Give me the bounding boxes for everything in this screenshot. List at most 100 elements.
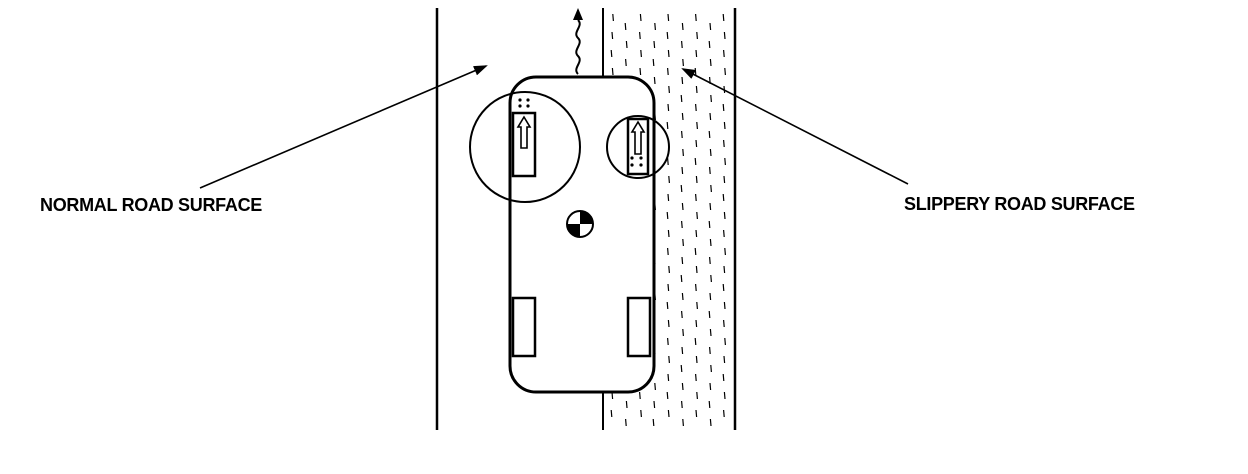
slippery-dash bbox=[709, 202, 712, 211]
slippery-dash bbox=[668, 85, 670, 94]
slippery-dash bbox=[667, 229, 670, 238]
slippery-dash bbox=[682, 238, 684, 247]
slippery-dash bbox=[708, 220, 711, 229]
slippery-dash bbox=[680, 94, 683, 103]
slippery-dash bbox=[610, 49, 613, 58]
slippery-dash bbox=[709, 346, 711, 355]
slippery-dash bbox=[652, 58, 655, 67]
slippery-dash bbox=[654, 22, 656, 31]
slippery-dash bbox=[611, 31, 614, 40]
slippery-dash bbox=[710, 274, 712, 283]
slippery-dash bbox=[624, 22, 627, 31]
slippery-dash bbox=[723, 265, 726, 274]
slippery-dash bbox=[681, 256, 684, 265]
slippery-dash bbox=[667, 13, 670, 22]
slippery-dash bbox=[710, 94, 712, 103]
slippery-dash bbox=[682, 328, 684, 337]
slippery-dash bbox=[640, 49, 642, 58]
slippery-dash bbox=[681, 220, 683, 229]
slippery-dash bbox=[694, 337, 697, 346]
slippery-dash bbox=[709, 328, 712, 337]
slippery-dash bbox=[710, 364, 712, 373]
slippery-dash bbox=[696, 301, 698, 310]
slippery-road-surface-label: SLIPPERY ROAD SURFACE bbox=[904, 194, 1135, 214]
slippery-dash bbox=[680, 184, 683, 193]
slippery-dash bbox=[681, 166, 684, 175]
slippery-dash bbox=[682, 58, 684, 67]
slippery-dash bbox=[625, 40, 628, 49]
slippery-dash bbox=[708, 400, 711, 409]
slippery-dash bbox=[695, 139, 698, 148]
slippery-dash bbox=[667, 373, 670, 382]
slippery-dash bbox=[695, 319, 698, 328]
slippery-dash bbox=[723, 301, 726, 310]
slippery-dash bbox=[667, 193, 670, 202]
slippery-dash bbox=[667, 157, 669, 166]
slippery-dash bbox=[667, 247, 669, 256]
slippery-dash bbox=[709, 112, 712, 121]
slippery-dash bbox=[667, 319, 670, 328]
slippery-dash bbox=[625, 400, 628, 409]
slippery-dash bbox=[639, 31, 641, 40]
slippery-dash bbox=[708, 310, 711, 319]
slippery-dash bbox=[695, 193, 697, 202]
front-right-wheel-arrow-icon bbox=[630, 120, 646, 155]
slippery-dash bbox=[723, 139, 725, 148]
slippery-dash bbox=[681, 130, 683, 139]
center-of-gravity-icon bbox=[566, 210, 594, 238]
slippery-dash bbox=[682, 418, 684, 427]
slippery-dash bbox=[667, 337, 669, 346]
slippery-dash bbox=[639, 67, 642, 76]
slippery-dash bbox=[654, 382, 656, 391]
slippery-dash bbox=[681, 382, 684, 391]
slippery-dash bbox=[666, 391, 669, 400]
slippery-dash bbox=[709, 292, 712, 301]
slippery-dash bbox=[612, 13, 614, 22]
slippery-dash bbox=[709, 382, 712, 391]
wavy-arrow-icon bbox=[573, 8, 583, 75]
slippery-dash bbox=[695, 229, 698, 238]
front-left-wheel-highlight bbox=[469, 91, 581, 203]
slippery-dash bbox=[695, 283, 697, 292]
slippery-dash bbox=[724, 157, 726, 166]
slippery-dash bbox=[710, 184, 712, 193]
slippery-dash bbox=[708, 40, 711, 49]
slippery-dash bbox=[724, 337, 726, 346]
slippery-dash bbox=[722, 283, 725, 292]
slippery-dash bbox=[681, 112, 684, 121]
front-left-wheel-arrow-icon bbox=[516, 115, 532, 149]
slippery-dash bbox=[709, 238, 712, 247]
slippery-dash bbox=[667, 409, 670, 418]
slippery-dash bbox=[610, 409, 613, 418]
slippery-dash bbox=[639, 391, 641, 400]
slippery-surface-leader bbox=[681, 68, 909, 185]
slippery-dash bbox=[681, 40, 683, 49]
slippery-dash bbox=[682, 148, 684, 157]
slippery-dash bbox=[694, 247, 697, 256]
slippery-dash bbox=[681, 310, 683, 319]
slippery-dash bbox=[668, 265, 670, 274]
slippery-dash bbox=[666, 211, 669, 220]
slippery-dash bbox=[667, 103, 670, 112]
slippery-dash bbox=[709, 148, 712, 157]
slippery-dash bbox=[709, 256, 711, 265]
slippery-dash bbox=[722, 193, 725, 202]
slippery-dash bbox=[625, 58, 627, 67]
slippery-dash bbox=[695, 355, 698, 364]
slippery-dash bbox=[723, 175, 726, 184]
slippery-dash bbox=[723, 409, 725, 418]
slippery-dash bbox=[681, 202, 684, 211]
slippery-dash bbox=[681, 346, 684, 355]
slippery-dash bbox=[640, 409, 642, 418]
slippery-dash bbox=[653, 40, 656, 49]
slippery-dash bbox=[680, 364, 683, 373]
slippery-dash bbox=[625, 418, 627, 427]
slippery-dash bbox=[724, 247, 726, 256]
slippery-dash bbox=[681, 400, 683, 409]
slippery-dash bbox=[723, 229, 725, 238]
slippery-dash bbox=[708, 130, 711, 139]
front-right-wheel-highlight bbox=[606, 115, 670, 179]
slippery-dash bbox=[694, 67, 697, 76]
normal-surface-leader bbox=[199, 65, 488, 189]
slip-dots-icon bbox=[518, 98, 643, 167]
